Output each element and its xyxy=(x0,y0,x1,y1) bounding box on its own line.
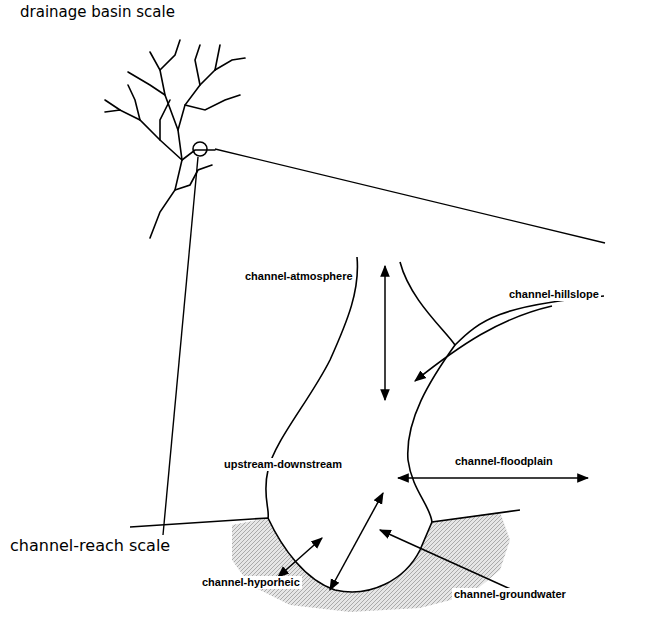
exchange-label: upstream-downstream xyxy=(222,458,344,471)
scale-label: channel-reach scale xyxy=(8,537,172,555)
scale-label: drainage basin scale xyxy=(18,4,177,21)
channel-outline xyxy=(130,257,604,592)
drainage-network xyxy=(105,40,245,238)
zoom-line xyxy=(163,157,198,535)
exchange-label: channel-hyporheic xyxy=(200,576,302,589)
zoom-line xyxy=(215,149,605,243)
exchange-arrows xyxy=(278,266,588,597)
exchange-label: channel-floodplain xyxy=(453,455,555,468)
exchange-label: channel-groundwater xyxy=(452,588,568,601)
magnifier-circle xyxy=(193,142,207,156)
exchange-label: channel-hillslope xyxy=(507,288,601,301)
exchange-label: channel-atmosphere xyxy=(243,270,355,283)
